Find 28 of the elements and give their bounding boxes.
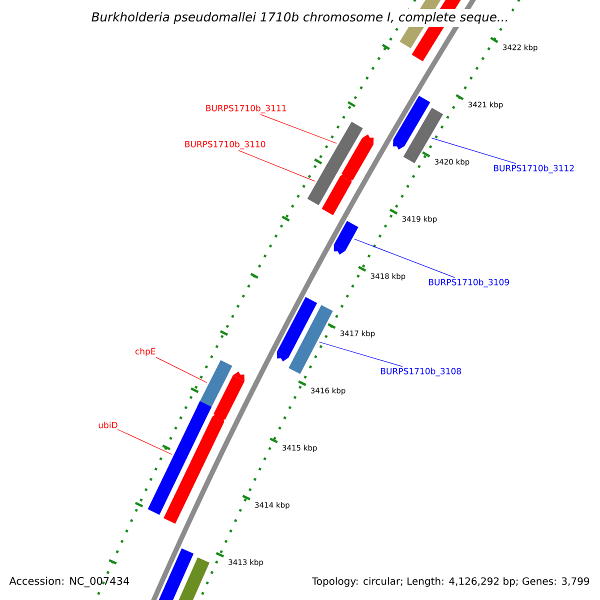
gene-label: BURPS1710b_3111	[206, 104, 286, 114]
gene-block	[334, 220, 358, 255]
leader-line	[156, 357, 208, 383]
gene-block	[307, 164, 339, 206]
gene-label: BURPS1710b_3108	[381, 368, 461, 376]
leader-line	[431, 138, 516, 164]
gene-block	[164, 412, 224, 524]
gene-block	[288, 305, 333, 374]
leader-line	[260, 114, 337, 144]
gene-label: BURPS1710b_3110	[185, 140, 266, 150]
gene-block	[326, 122, 363, 172]
gene-label: BURPS1710b_3112	[494, 164, 574, 174]
gene-block	[322, 172, 352, 216]
leader-line	[354, 238, 456, 278]
title: Burkholderia pseudomallei 1710b chromosome I, complete seque...	[88, 9, 512, 27]
gene-block	[342, 134, 374, 180]
leader-line	[318, 342, 403, 367]
gene-block	[213, 372, 244, 420]
gene-block	[277, 297, 318, 362]
leader-line	[117, 429, 172, 455]
gene-label: BURPS1710b_3109	[429, 278, 509, 288]
gene-block	[393, 96, 430, 150]
gene-label: ubiD	[98, 422, 118, 428]
gene-label: chpE	[135, 348, 156, 356]
footer-text: Accession: NC_007434	[9, 576, 130, 588]
gene-block	[148, 401, 212, 515]
leader-line	[238, 150, 316, 182]
footer-text: Topology: circular; Length: 4,126,292 bp; Genes: 3,799	[312, 577, 590, 587]
